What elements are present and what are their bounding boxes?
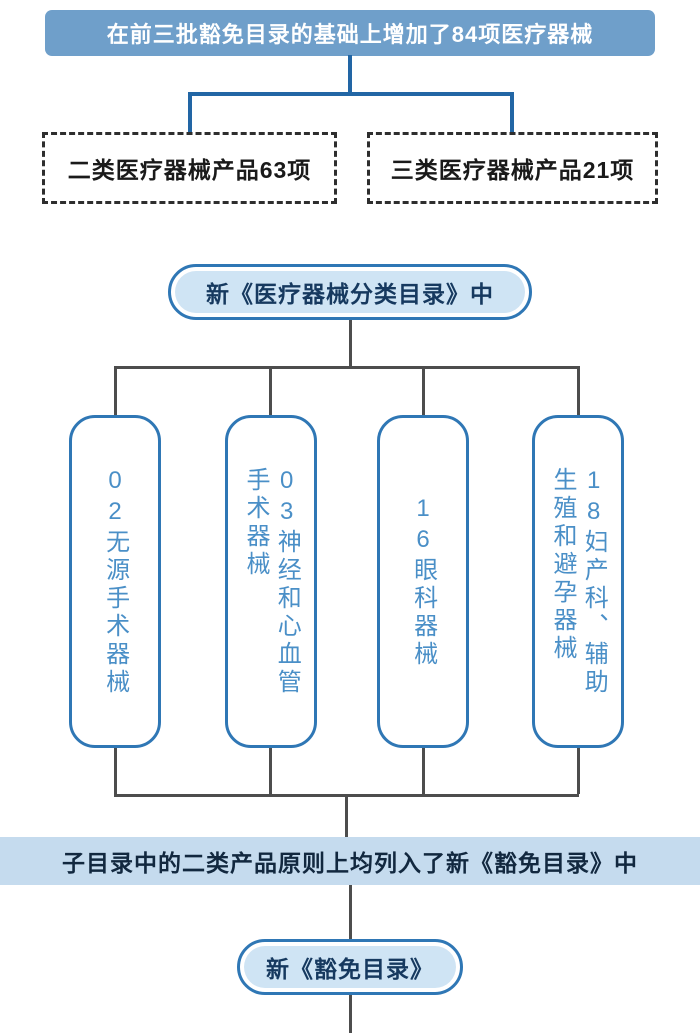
root-node-label: 在前三批豁免目录的基础上增加了84项医疗器械 [106, 22, 594, 47]
root-node: 在前三批豁免目录的基础上增加了84项医疗器械 [45, 10, 655, 56]
connector-drop-left [188, 92, 192, 132]
connector-category-rise-3 [421, 748, 425, 794]
connector-banner-stem [344, 794, 348, 837]
category-node-02: 02无源手术器械 [69, 415, 161, 748]
class3-node: 三类医疗器械产品21项 [367, 132, 658, 204]
category-node-16-label: 16眼科器械 [409, 494, 437, 669]
class3-node-label: 三类医疗器械产品21项 [390, 157, 635, 183]
category-node-16: 16眼科器械 [377, 415, 469, 748]
catalog-pill-label: 新《医疗器械分类目录》中 [206, 281, 494, 307]
connector-category-drop-2 [268, 366, 272, 415]
connector-exemption-stem [348, 885, 352, 939]
connector-drop-right [510, 92, 514, 132]
connector-category-drop-1 [113, 366, 117, 415]
category-node-03-label: 03神经和心血管手术器械 [242, 466, 301, 697]
connector-root-hbar [188, 92, 514, 96]
class2-node-label: 二类医疗器械产品63项 [67, 157, 312, 183]
connector-category-rise-4 [576, 748, 580, 794]
category-node-02-label: 02无源手术器械 [101, 466, 129, 697]
connector-category-rise-1 [113, 748, 117, 794]
connector-category-rise-2 [268, 748, 272, 794]
connector-tail-stem [348, 995, 352, 1033]
banner-label: 子目录中的二类产品原则上均列入了新《豁免目录》中 [62, 850, 638, 876]
category-node-03: 03神经和心血管手术器械 [225, 415, 317, 748]
class2-node: 二类医疗器械产品63项 [42, 132, 337, 204]
connector-category-drop-3 [421, 366, 425, 415]
banner-node: 子目录中的二类产品原则上均列入了新《豁免目录》中 [0, 837, 700, 885]
connector-categories-top-hbar [113, 366, 579, 369]
connector-category-drop-4 [576, 366, 580, 415]
exemption-pill-label: 新《豁免目录》 [266, 956, 434, 982]
category-node-18-label: 18妇产科、辅助生殖和避孕器械 [549, 466, 608, 697]
exemption-pill-node: 新《豁免目录》 [237, 939, 463, 995]
connector-catalog-stem [348, 320, 352, 366]
category-node-18: 18妇产科、辅助生殖和避孕器械 [532, 415, 624, 748]
connector-root-stem [348, 55, 352, 92]
catalog-pill-node: 新《医疗器械分类目录》中 [168, 264, 532, 320]
